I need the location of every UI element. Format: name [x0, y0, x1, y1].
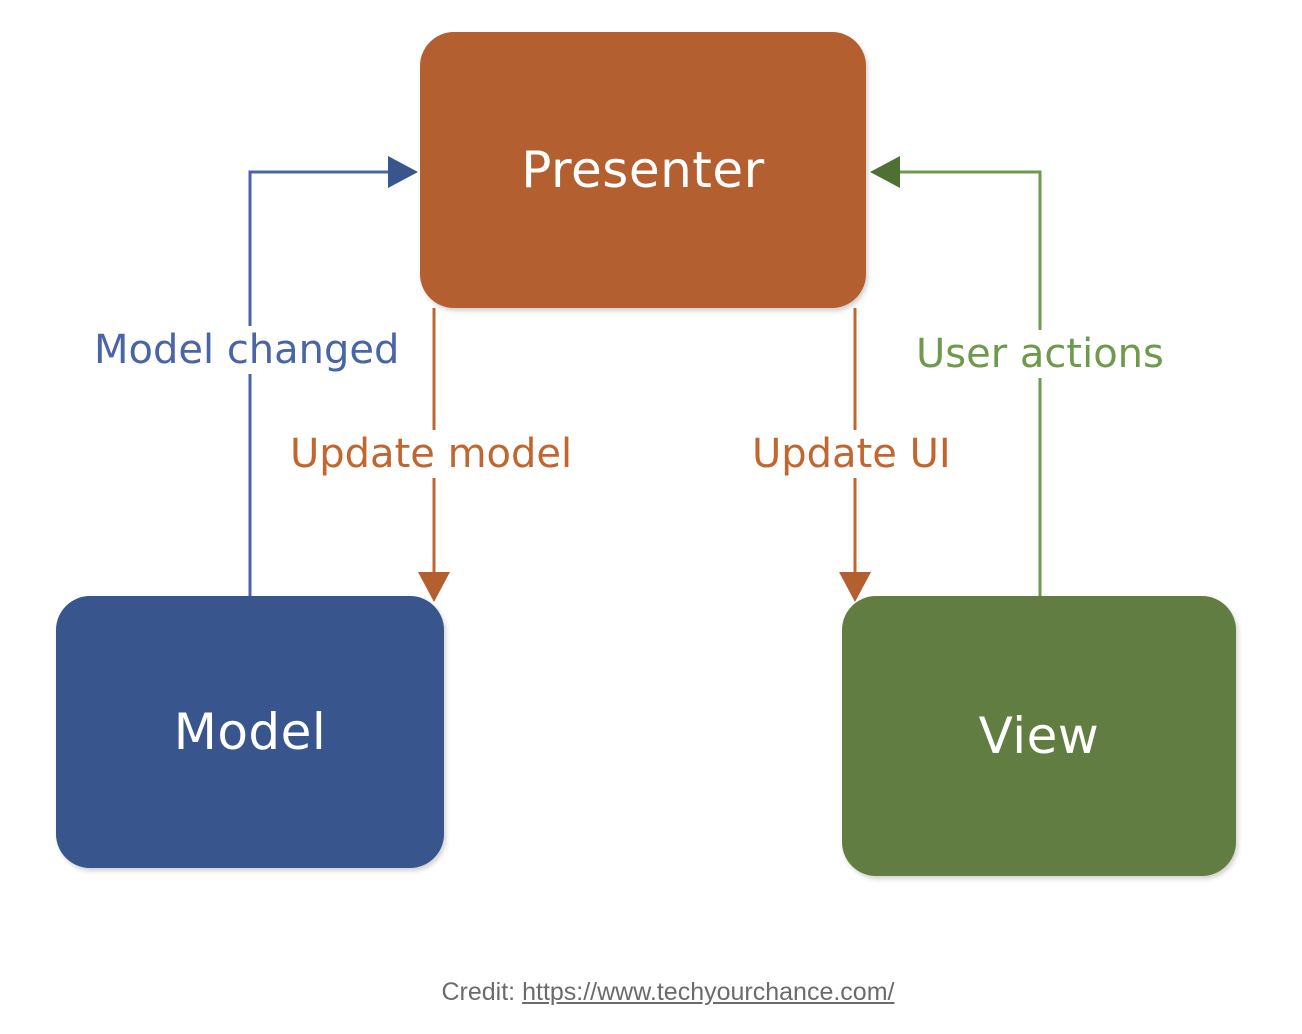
model-label: Model	[173, 703, 327, 761]
arrow-user-actions	[870, 156, 1042, 596]
presenter-label: Presenter	[521, 141, 765, 199]
model-changed-label: Model changed	[94, 326, 400, 374]
credit-prefix: Credit:	[441, 978, 523, 1006]
view-box: View	[842, 596, 1236, 876]
arrow-model-changed	[248, 156, 418, 596]
credit-link[interactable]: https://www.techyourchance.com/	[522, 978, 895, 1006]
mvp-diagram: Presenter Model View Model changed Updat…	[56, 32, 1236, 876]
model-box: Model	[56, 596, 444, 868]
presenter-box: Presenter	[420, 32, 866, 308]
user-actions-label: User actions	[916, 330, 1164, 378]
credit-line: Credit: https://www.techyourchance.com/	[0, 978, 1302, 1007]
view-label: View	[978, 707, 1100, 765]
update-ui-label: Update UI	[752, 430, 951, 478]
update-model-label: Update model	[290, 430, 573, 478]
